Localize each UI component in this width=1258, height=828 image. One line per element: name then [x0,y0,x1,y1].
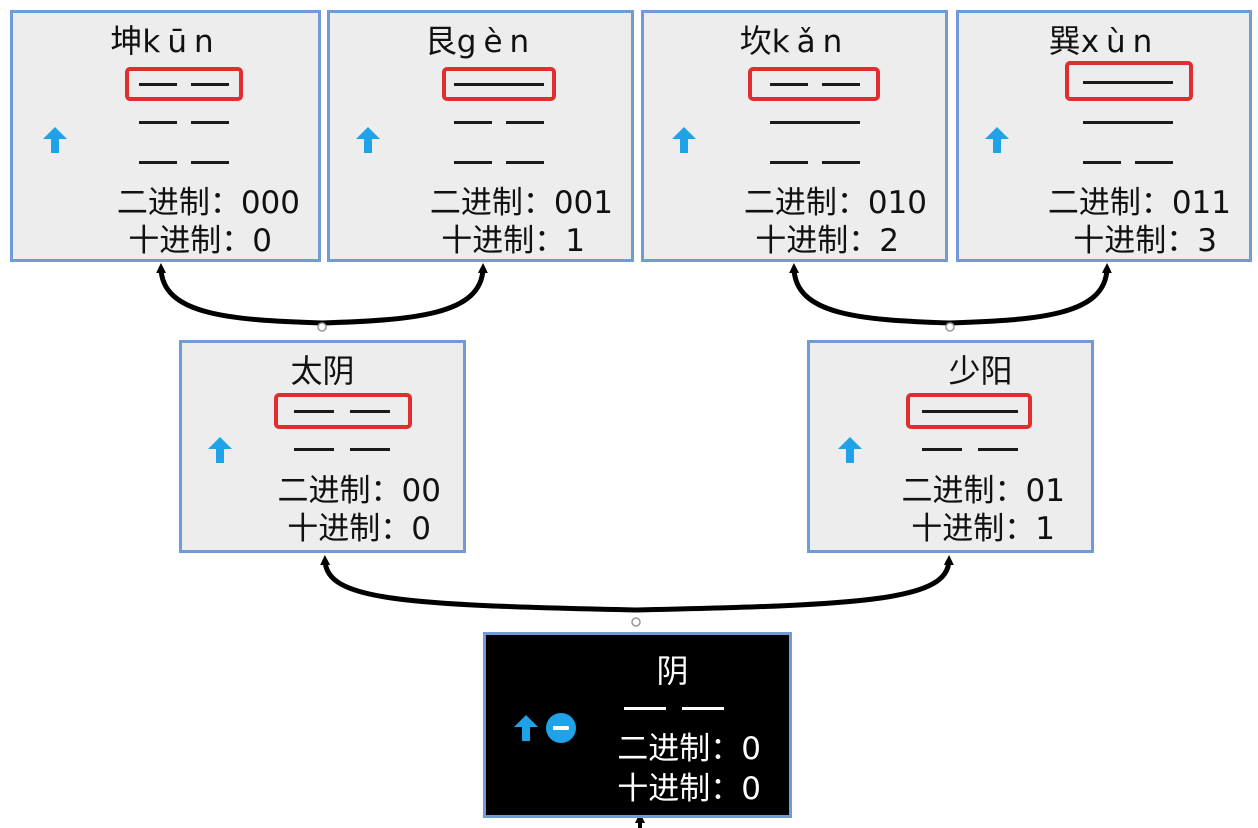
decimal-value: 0 [252,223,272,259]
up-arrow-icon[interactable] [43,127,67,153]
trigram-pinyin: kūn [142,24,221,60]
up-arrow-icon[interactable] [985,127,1009,153]
binary-label: 二进制： [277,473,402,509]
yin-line [294,410,390,413]
decimal-label: 十进制： [755,223,880,259]
connector-shaoyang-kan [789,263,951,326]
yang-line [1083,81,1173,84]
binary-value: 01 [1025,473,1065,509]
trigram-kun-node[interactable]: 坤kūn 二进制：000 十进制：0 [10,10,321,262]
node-title: 阴 [656,652,689,690]
binary-value: 000 [240,185,300,221]
yin-line [454,121,544,124]
decimal-value: 3 [1197,223,1217,259]
decimal-label: 十进制： [911,511,1036,547]
taiyin-node[interactable]: 太阴 二进制：00 十进制：0 [179,340,466,553]
decimal-value: 1 [1035,511,1055,547]
binary-label: 二进制： [617,731,742,767]
yin-line [454,161,544,164]
binary-label: 二进制： [901,473,1026,509]
binary-label: 二进制： [116,185,241,221]
binary-label: 二进制： [743,185,868,221]
decimal-label: 十进制： [128,223,253,259]
connector-yin-shaoyang [635,555,954,613]
trigram-char: 坎 [739,22,772,60]
up-arrow-icon[interactable] [672,127,696,153]
highlight-line-frame [274,393,412,429]
yin-line [1083,161,1173,164]
up-arrow-icon[interactable] [208,437,232,463]
decimal-value: 1 [565,223,585,259]
minus-circle-icon[interactable] [546,713,576,743]
decimal-value: 0 [411,511,431,547]
binary-label: 二进制： [1047,185,1172,221]
highlight-line-frame [906,393,1032,429]
decimal-value: 0 [741,771,761,807]
yin-root-node[interactable]: 阴 二进制：0 十进制：0 [483,632,792,818]
trigram-pinyin: kǎn [771,24,850,60]
yang-line [1083,121,1173,124]
binary-value: 010 [867,185,927,221]
connector-taiyin-kun [156,263,323,326]
node-title: 少阳 [948,352,1013,390]
trigram-char: 坤 [110,22,143,60]
trigram-gen-node[interactable]: 艮gèn 二进制：001 十进制：1 [327,10,634,262]
decimal-label: 十进制： [617,771,742,807]
connector-yin-taiyin [320,555,637,613]
yin-line [294,448,390,451]
decimal-value: 2 [879,223,899,259]
highlight-line-frame [125,67,243,101]
shaoyang-node[interactable]: 少阳 二进制：01 十进制：1 [807,340,1094,553]
yin-line [139,83,229,86]
binary-value: 001 [553,185,613,221]
highlight-line-frame [442,67,556,101]
binary-label: 二进制： [429,185,554,221]
yin-line [770,161,860,164]
yin-line [139,161,229,164]
node-title: 太阴 [290,352,355,390]
connector-node [945,322,955,332]
trigram-xun-node[interactable]: 巽xùn 二进制：011 十进制：3 [956,10,1252,262]
trigram-char: 巽 [1048,22,1081,60]
decimal-label: 十进制： [1073,223,1198,259]
binary-value: 0 [741,731,761,767]
connector-node [317,322,327,332]
yin-line [139,121,229,124]
connector-taiyin-gen [321,263,488,326]
trigram-kan-node[interactable]: 坎kǎn 二进制：010 十进制：2 [641,10,948,262]
binary-value: 00 [401,473,441,509]
decimal-label: 十进制： [441,223,566,259]
highlight-line-frame [748,67,880,101]
yang-line [770,121,860,124]
up-arrow-icon[interactable] [356,127,380,153]
trigram-pinyin: xùn [1080,24,1160,60]
yin-line [624,707,724,710]
yin-line [770,83,860,86]
yin-line [922,448,1018,451]
connector-shaoyang-xun [949,263,1112,326]
up-arrow-icon[interactable] [838,437,862,463]
trigram-char: 艮 [424,22,457,60]
decimal-label: 十进制： [287,511,412,547]
yang-line [922,410,1018,413]
trigram-pinyin: gèn [456,24,537,60]
up-arrow-icon[interactable] [514,715,538,741]
binary-value: 011 [1171,185,1231,221]
yang-line [454,83,544,86]
connector-node [631,617,641,627]
highlight-line-frame [1065,61,1193,101]
